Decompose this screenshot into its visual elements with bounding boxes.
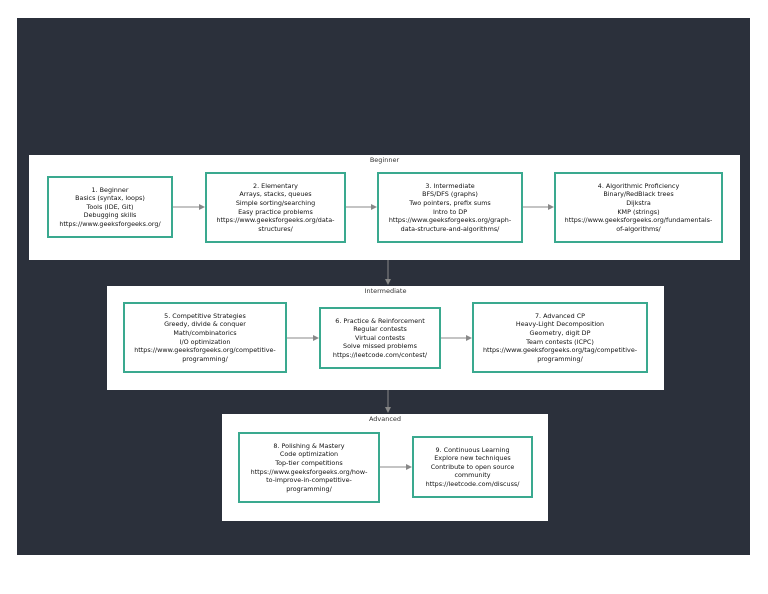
node-line: programming/ xyxy=(182,354,228,363)
node-continuous-learning[interactable]: 9. Continuous Learning Explore new techn… xyxy=(412,436,533,498)
cluster-label: Intermediate xyxy=(364,287,407,295)
node-line: https://www.geeksforgeeks.org/fundamenta… xyxy=(564,216,713,225)
cluster-label: Advanced xyxy=(368,415,402,423)
node-line: 8. Polishing & Mastery xyxy=(273,441,345,450)
node-line: Solve missed problems xyxy=(343,342,417,351)
node-line: Binary/RedBlack trees xyxy=(603,190,674,199)
node-line: https://www.geeksforgeeks.org/tag/compet… xyxy=(482,346,638,355)
node-line: 2. Elementary xyxy=(253,181,298,190)
node-line: Debugging skills xyxy=(83,211,137,220)
node-line: Two pointers, prefix sums xyxy=(409,198,491,207)
node-line: https://leetcode.com/contest/ xyxy=(332,350,428,359)
node-algorithmic-proficiency[interactable]: 4. Algorithmic Proficiency Binary/RedBla… xyxy=(554,172,723,243)
node-practice-reinforcement[interactable]: 6. Practice & Reinforcement Regular cont… xyxy=(319,307,441,369)
node-line: Code optimization xyxy=(279,450,339,459)
node-line: https://www.geeksforgeeks.org/ xyxy=(59,219,161,228)
node-line: Team contests (ICPC) xyxy=(526,337,594,346)
node-line: 7. Advanced CP xyxy=(534,311,586,320)
node-line: Explore new techniques xyxy=(434,454,511,463)
node-line: BFS/DFS (graphs) xyxy=(422,190,478,199)
node-line: Dijkstra xyxy=(626,198,651,207)
node-line: Greedy, divide & conquer xyxy=(164,320,246,329)
node-polishing-mastery[interactable]: 8. Polishing & Mastery Code optimization… xyxy=(238,432,380,503)
node-line: Easy practice problems xyxy=(238,207,313,216)
node-line: programming/ xyxy=(537,354,583,363)
node-competitive-strategies[interactable]: 5. Competitive Strategies Greedy, divide… xyxy=(123,302,287,373)
node-line: Heavy-Light Decomposition xyxy=(515,320,605,329)
node-line: Intro to DP xyxy=(432,207,468,216)
node-line: Contribute to open source xyxy=(430,462,515,471)
node-line: Regular contests xyxy=(353,325,407,334)
node-line: to-improve-in-competitive- xyxy=(266,476,352,485)
node-line: structures/ xyxy=(258,224,293,233)
node-beginner[interactable]: 1. Beginner Basics (syntax, loops) Tools… xyxy=(47,176,173,238)
node-line: Arrays, stacks, queues xyxy=(239,190,312,199)
node-line: community xyxy=(454,471,491,480)
node-line: of-algorithms/ xyxy=(616,224,661,233)
node-line: Tools (IDE, Git) xyxy=(86,202,134,211)
node-line: Simple sorting/searching xyxy=(235,198,316,207)
node-line: 5. Competitive Strategies xyxy=(164,311,246,320)
node-line: Geometry, digit DP xyxy=(529,328,591,337)
node-line: https://www.geeksforgeeks.org/graph- xyxy=(388,216,512,225)
node-line: Basics (syntax, loops) xyxy=(75,194,145,203)
node-line: https://leetcode.com/discuss/ xyxy=(425,479,520,488)
node-line: Math/combinatorics xyxy=(173,328,237,337)
node-line: https://www.geeksforgeeks.org/data- xyxy=(216,216,335,225)
node-line: 9. Continuous Learning xyxy=(435,445,510,454)
node-line: https://www.geeksforgeeks.org/how- xyxy=(250,467,368,476)
node-advanced-cp[interactable]: 7. Advanced CP Heavy-Light Decomposition… xyxy=(472,302,648,373)
node-line: data-structure-and-algorithms/ xyxy=(400,224,500,233)
cluster-label: Beginner xyxy=(369,156,400,164)
node-line: KMP (strings) xyxy=(617,207,660,216)
node-elementary[interactable]: 2. Elementary Arrays, stacks, queues Sim… xyxy=(205,172,346,243)
node-line: https://www.geeksforgeeks.org/competitiv… xyxy=(134,346,276,355)
node-line: programming/ xyxy=(286,484,332,493)
node-line: 4. Algorithmic Proficiency xyxy=(597,181,680,190)
node-intermediate[interactable]: 3. Intermediate BFS/DFS (graphs) Two poi… xyxy=(377,172,523,243)
node-line: I/O optimization xyxy=(179,337,231,346)
node-line: Virtual contests xyxy=(355,333,405,342)
node-line: 1. Beginner xyxy=(91,185,129,194)
node-line: 3. Intermediate xyxy=(425,181,475,190)
node-line: 6. Practice & Reinforcement xyxy=(335,316,425,325)
node-line: Top-tier competitions xyxy=(275,458,343,467)
